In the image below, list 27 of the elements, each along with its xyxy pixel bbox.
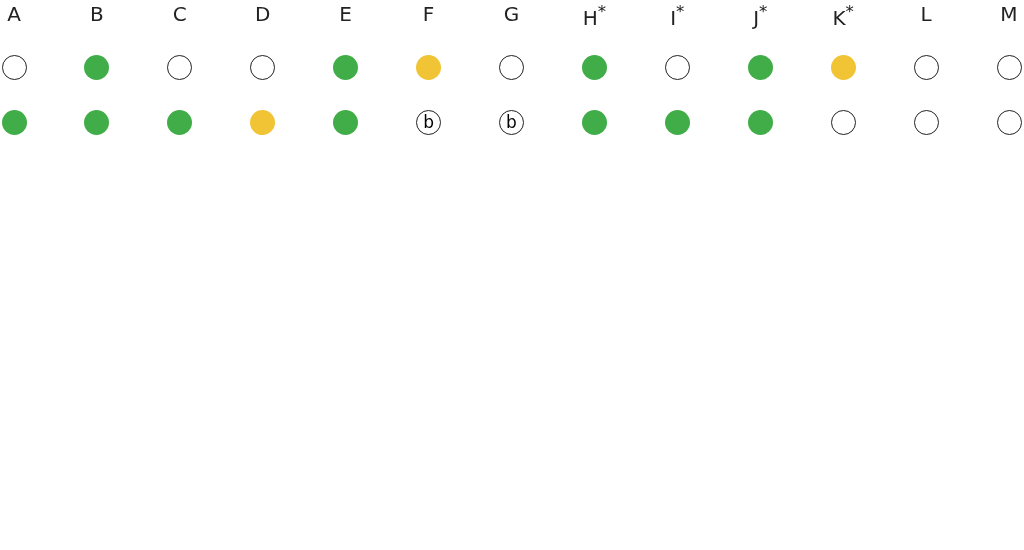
status-dot xyxy=(581,54,607,80)
status-dot xyxy=(830,54,856,80)
status-dot xyxy=(581,109,607,135)
status-dot xyxy=(333,109,359,135)
column-header: D xyxy=(255,2,271,26)
column-header: H$^{*}$ xyxy=(582,2,607,30)
column-header: K$^{*}$ xyxy=(832,2,854,30)
column-header: C xyxy=(172,2,187,26)
status-dot xyxy=(84,54,110,80)
status-dot xyxy=(84,109,110,135)
column-header: L xyxy=(920,2,932,26)
status-dot xyxy=(250,109,276,135)
column-header: F xyxy=(422,2,435,26)
column-header: G xyxy=(503,2,520,26)
status-dot xyxy=(333,54,359,80)
column-header: J$^{*}$ xyxy=(753,2,768,30)
status-dot xyxy=(747,109,773,135)
status-dot xyxy=(167,109,193,135)
column-header: I$^{*}$ xyxy=(670,2,685,30)
column-header: A xyxy=(7,2,21,26)
column-header: E xyxy=(339,2,352,26)
status-dot xyxy=(416,54,442,80)
status-dot xyxy=(747,54,773,80)
column-header: M xyxy=(1000,2,1018,26)
status-dot xyxy=(664,109,690,135)
column-header: B xyxy=(90,2,104,26)
status-dot xyxy=(1,109,27,135)
